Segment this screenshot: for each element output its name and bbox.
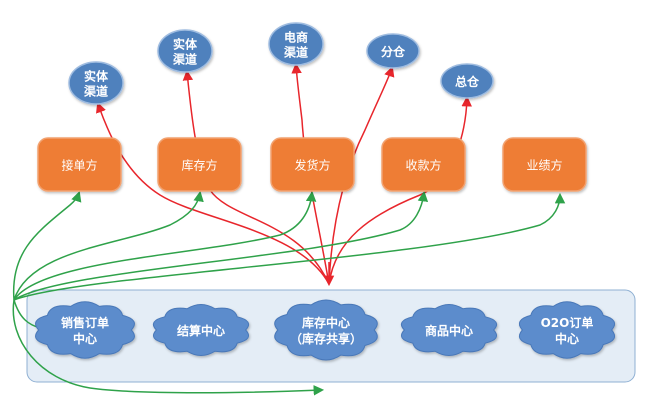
channel-node-4: 分仓 [366,33,420,69]
green-arrow-3 [13,190,317,301]
channel-ellipse [68,61,124,105]
channel-ellipse [440,63,494,99]
role-box [157,137,242,192]
center-label: （库存共享） [290,331,362,346]
role-node-1: 接单方 [37,137,122,192]
channel-ellipse [268,22,324,66]
center-label: 中心 [555,331,579,346]
green-arrow-1 [12,191,82,301]
role-label: 收款方 [405,158,441,173]
role-box [270,137,355,192]
channel-label: 实体 [173,37,198,52]
center-cloud [400,304,498,356]
channel-label: 分仓 [381,44,406,59]
role-node-group: 接单方 库存方 发货方 收款方 业绩方 [37,137,587,192]
channel-label: 渠道 [84,84,108,99]
center-label: 商品中心 [425,323,473,338]
channel-node-group: 实体渠道实体渠道电商渠道分仓总仓 [68,22,494,105]
green-arrow-6 [12,299,325,396]
channel-label: 渠道 [173,52,197,67]
center-node-4: 商品中心 [400,304,498,356]
red-arrow-4 [328,66,395,285]
center-cloud [518,301,616,359]
center-cloud [152,304,250,356]
role-label: 接单方 [61,158,97,173]
green-arrow-4 [13,190,429,301]
center-node-3: 库存中心（库存共享） [274,299,378,361]
role-label: 业绩方 [526,158,562,173]
channel-label: 渠道 [284,45,308,60]
role-box [37,137,122,192]
center-label: 结算中心 [177,323,225,338]
role-label: 发货方 [294,158,330,173]
channel-label: 总仓 [455,74,480,89]
role-node-4: 收款方 [381,137,466,192]
role-label: 库存方 [181,158,217,173]
role-box [502,137,587,192]
green-arrow-2 [13,190,204,301]
center-cloud [35,301,135,359]
center-label: 销售订单 [61,315,109,330]
channel-label: 实体 [84,69,109,84]
center-label: O2O订单 [541,315,594,330]
red-arrow-1 [96,102,330,285]
role-node-3: 发货方 [270,137,355,192]
center-cloud [274,299,378,361]
role-node-5: 业绩方 [502,137,587,192]
center-label: 中心 [73,331,97,346]
role-box [381,137,466,192]
channel-node-5: 总仓 [440,63,494,99]
channel-ellipse [366,33,420,69]
green-arrow-group [12,190,566,396]
channel-label: 电商 [284,30,308,45]
center-label: 库存中心 [302,315,350,330]
role-node-2: 库存方 [157,137,242,192]
center-node-2: 结算中心 [152,304,250,356]
green-arrow-5 [13,192,566,301]
channel-ellipse [157,29,213,73]
